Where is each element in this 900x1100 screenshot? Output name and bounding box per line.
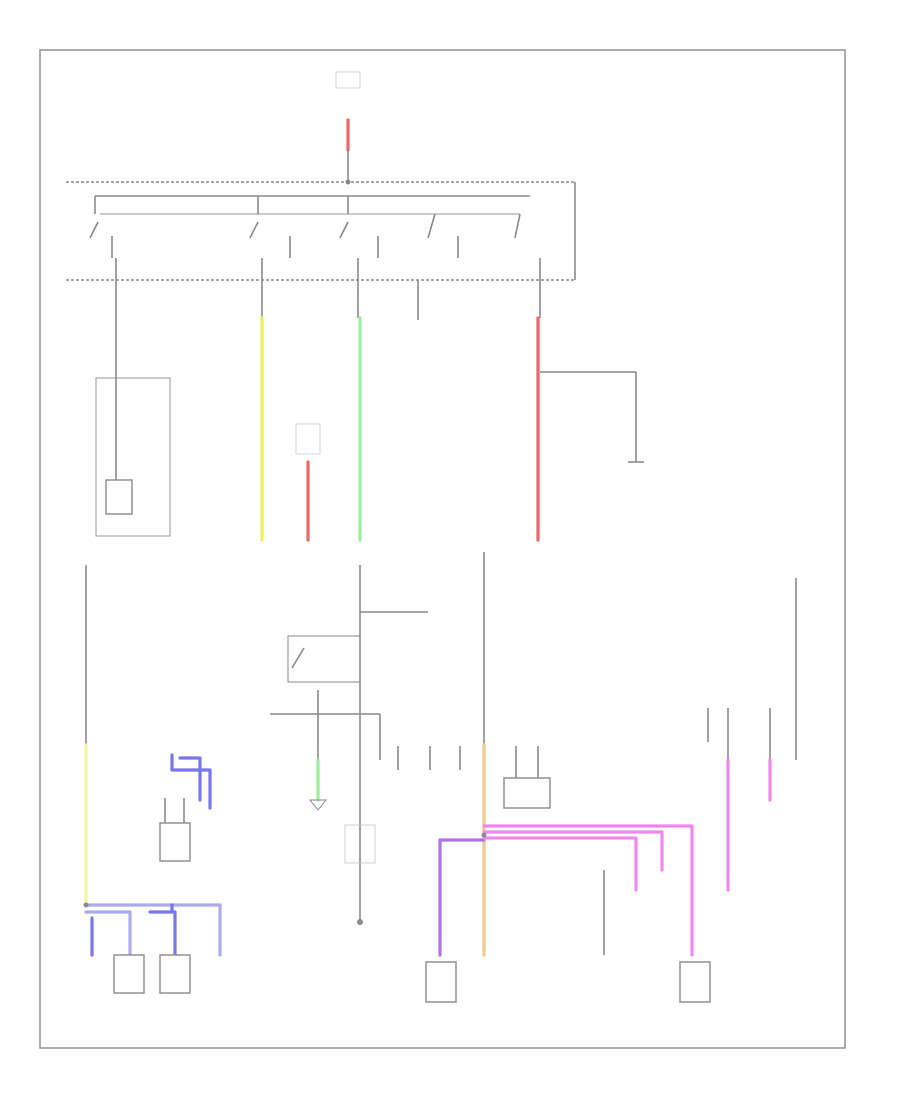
middle-red-fuse — [295, 423, 321, 542]
ignition-switch — [66, 179, 576, 281]
center-connectors — [308, 799, 376, 925]
top-power-source — [335, 71, 361, 182]
diagram-frame — [39, 49, 846, 1049]
center-relay-column — [270, 565, 428, 920]
center-right-boxes — [397, 746, 551, 809]
left-fuse-box — [95, 372, 171, 537]
far-right-section — [707, 578, 797, 892]
wire-drops — [115, 258, 541, 372]
switch-contacts — [89, 196, 521, 258]
right-bottom-pink-harness — [425, 824, 711, 1003]
right-ground-branch — [540, 371, 644, 463]
left-bottom-blue-harness — [83, 753, 222, 994]
